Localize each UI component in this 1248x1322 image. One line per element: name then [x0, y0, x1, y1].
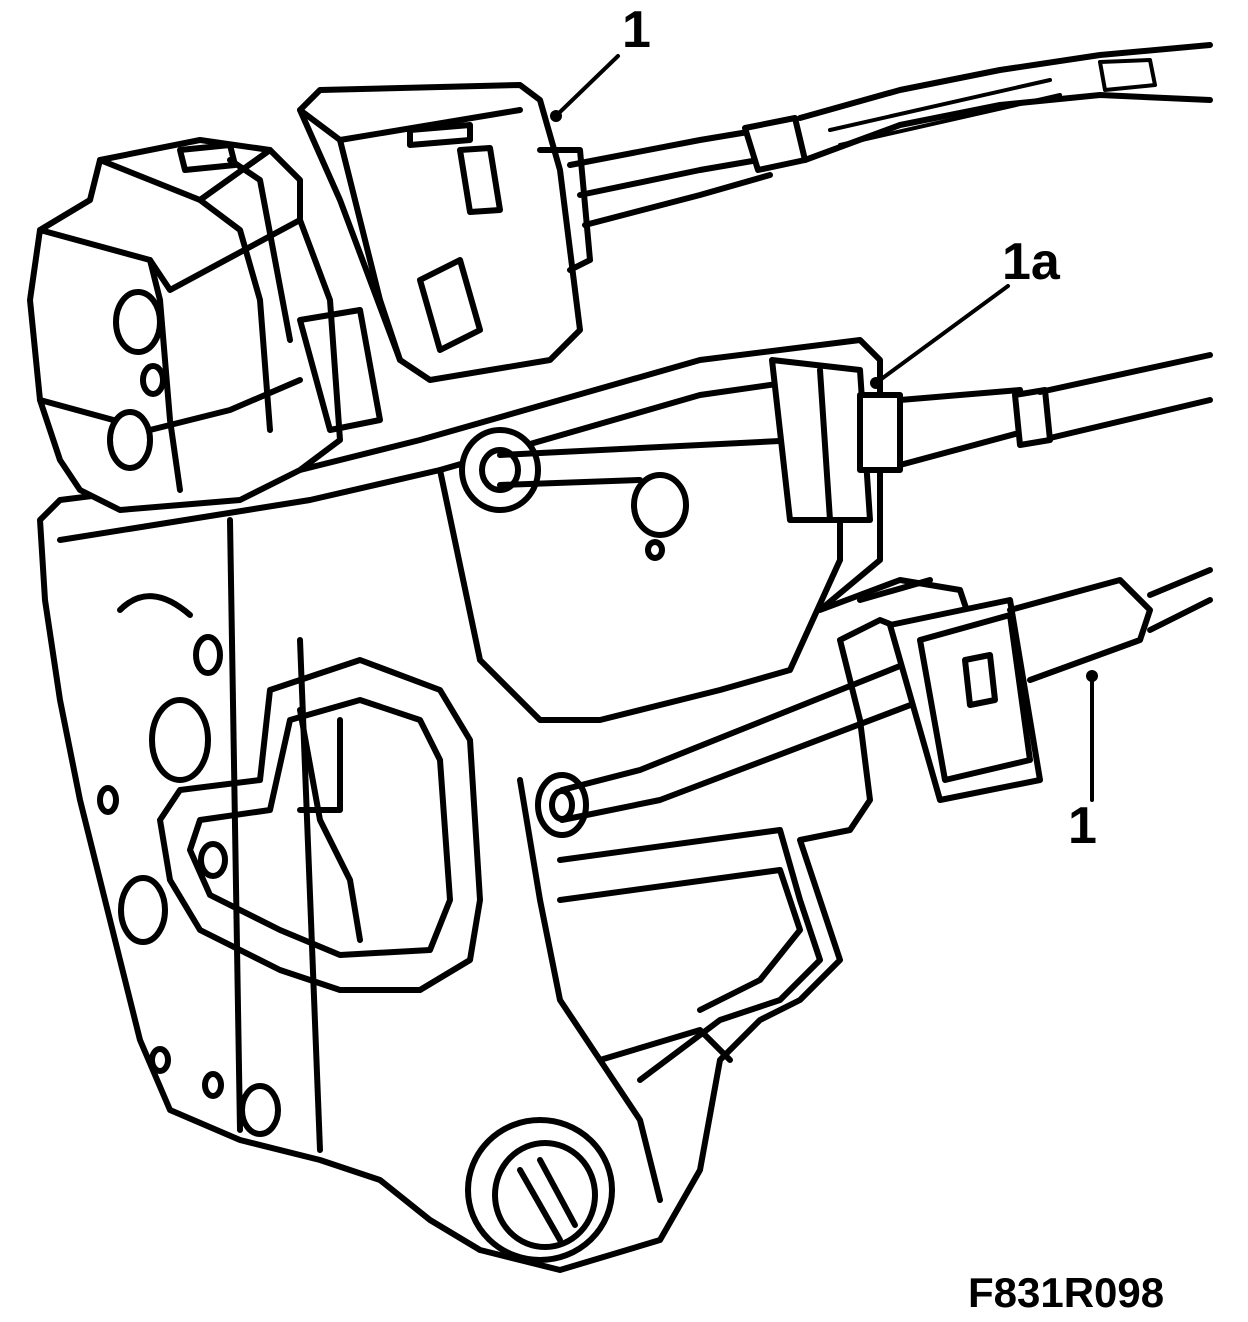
cable-1: [535, 567, 1213, 838]
leader-lines: [550, 54, 1098, 802]
cable-1a: [459, 352, 1213, 523]
lock-body: [37, 337, 973, 1273]
electrical-connector: [297, 82, 593, 433]
lever-pocket: [157, 657, 483, 993]
callout-label-top: 1: [622, 1, 651, 59]
mounting-holes: [97, 472, 689, 1137]
callout-label-right: 1: [1068, 797, 1097, 855]
actuator-housing: [27, 137, 343, 513]
figure-code: F831R098: [968, 1269, 1165, 1316]
wiring-harness: [567, 42, 1213, 228]
callout-label-middle: 1a: [1002, 233, 1060, 291]
lock-barrel: [465, 1117, 615, 1263]
